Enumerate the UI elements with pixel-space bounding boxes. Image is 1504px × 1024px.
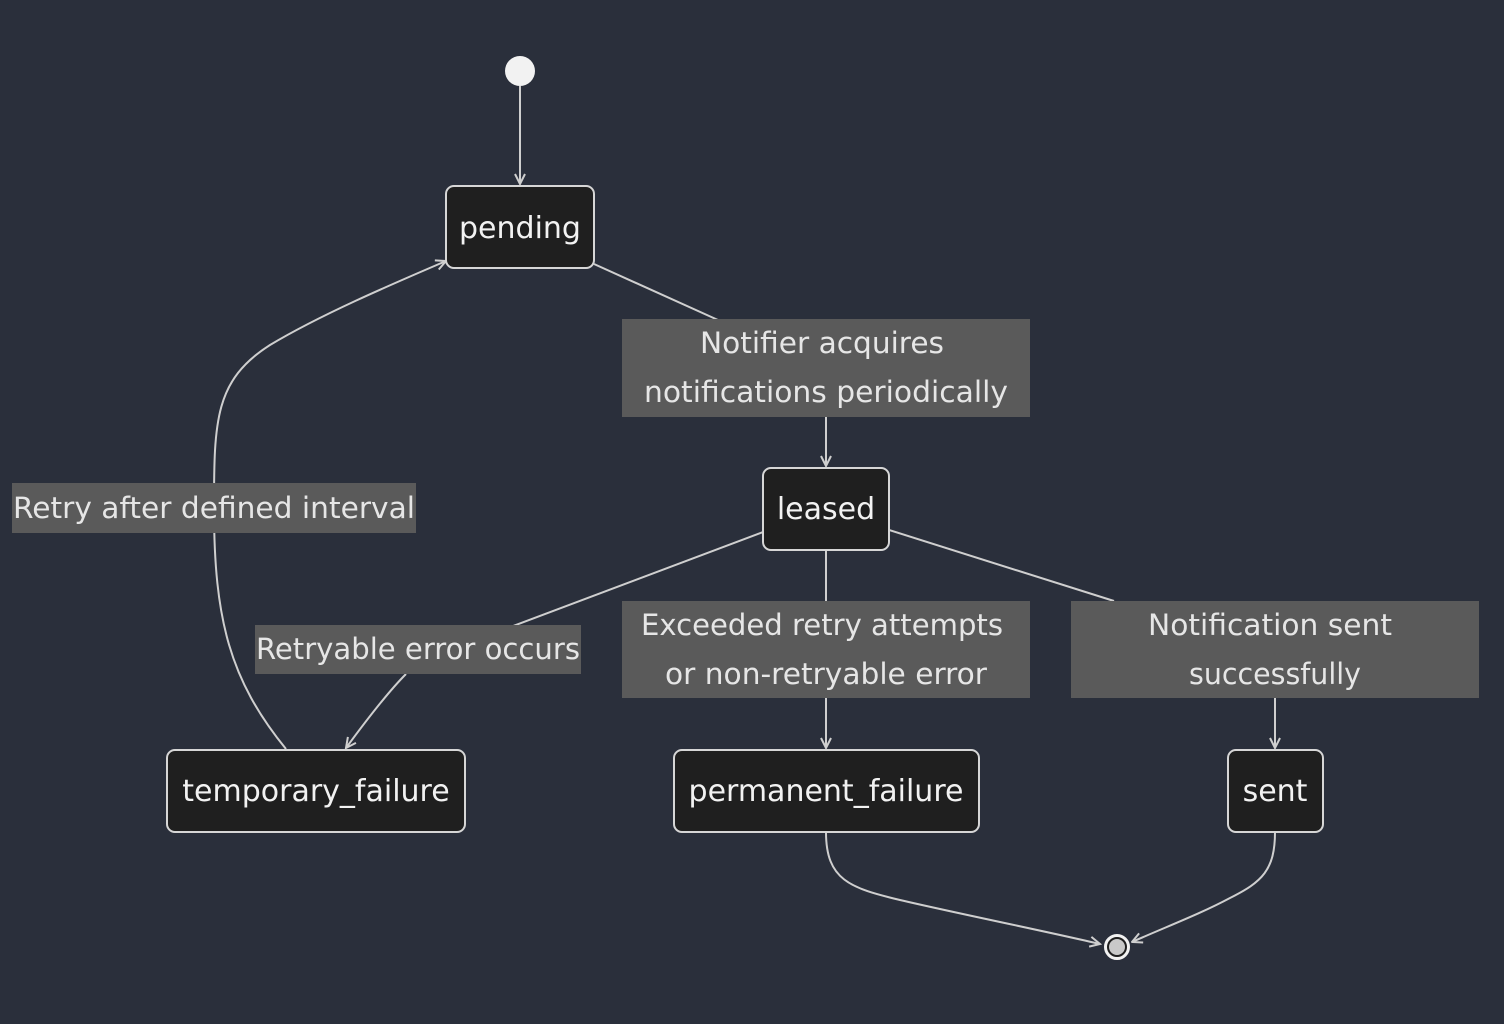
state-sent-label: sent [1243,774,1308,809]
start-state-icon [505,56,535,86]
transition-label-exceeded-line2: or non-retryable error [665,657,987,691]
end-state-icon [1102,932,1132,962]
transition-label-exceeded: Exceeded retry attempts or non-retryable… [622,601,1030,698]
state-permanent-failure-label: permanent_failure [689,774,964,809]
edge-pending-to-leased [593,263,719,321]
edge-temporary-failure-to-pending [212,261,446,750]
state-leased-label: leased [777,492,875,527]
transition-label-acquire-line1: Notifier acquires [700,326,944,360]
edge-leased-to-temporary-failure-arrow [346,673,407,748]
state-sent[interactable]: sent [1227,749,1324,833]
state-pending-label: pending [459,211,581,246]
state-leased[interactable]: leased [762,467,890,551]
transition-label-retry-line1: Retry after defined interval [13,491,415,525]
transition-label-success-line2: successfully [1189,657,1361,691]
state-temporary-failure-label: temporary_failure [182,774,449,809]
transition-label-exceeded-line1: Exceeded retry attempts [641,608,1003,642]
transition-label-retry: Retry after defined interval [12,483,416,533]
edge-permanent-failure-to-end [825,831,1100,944]
state-permanent-failure[interactable]: permanent_failure [673,749,980,833]
transition-label-success: Notification sent successfully [1071,601,1479,698]
edge-leased-to-sent [888,529,1115,602]
transition-label-success-line1: Notification sent [1148,608,1392,642]
edge-leased-to-temporary-failure [507,531,764,629]
state-pending[interactable]: pending [445,185,595,269]
transition-label-retryable: Retryable error occurs [255,625,581,674]
transition-label-acquire-line2: notifications periodically [644,375,1008,409]
edge-sent-to-end [1132,831,1276,942]
state-temporary-failure[interactable]: temporary_failure [166,749,466,833]
transition-label-retryable-line1: Retryable error occurs [256,632,580,666]
transition-label-acquire: Notifier acquires notifications periodic… [622,319,1030,417]
